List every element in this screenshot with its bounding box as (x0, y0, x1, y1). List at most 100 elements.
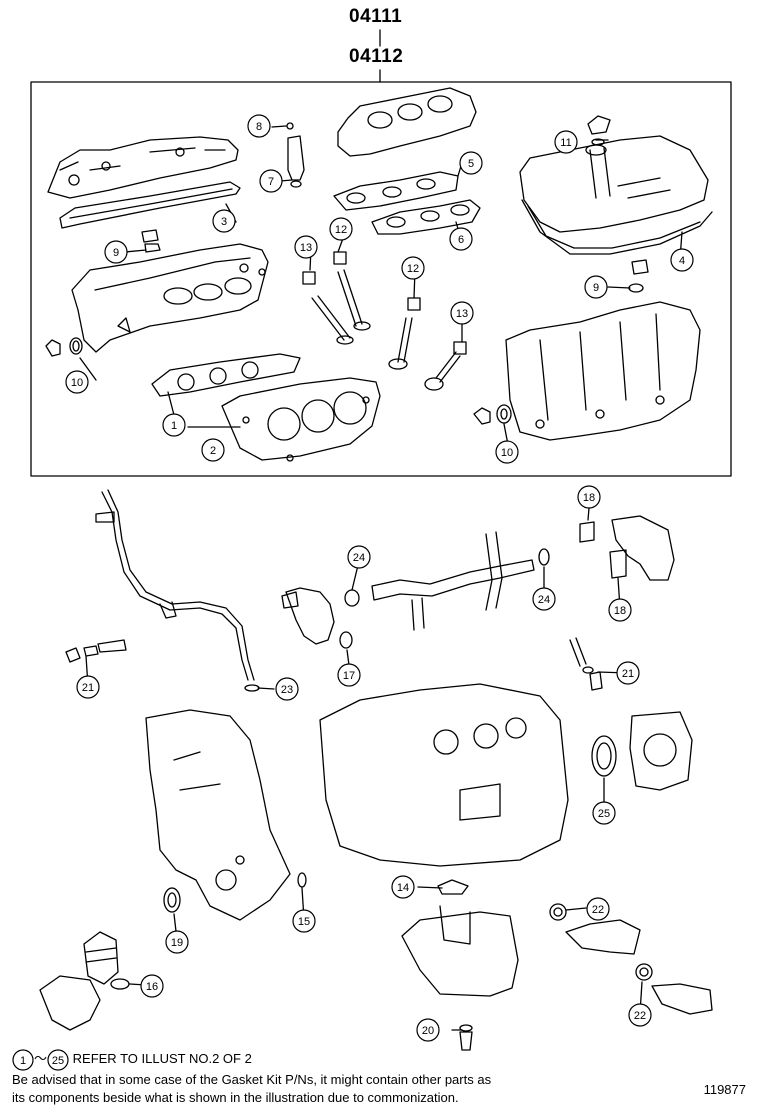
stem-seal-12b (407, 297, 421, 311)
part-number-04111: 04111 (349, 6, 403, 27)
callout-label: 18 (614, 605, 626, 617)
callout-c12a: 12 (329, 217, 353, 241)
callout-circle (140, 974, 164, 998)
callout-circle (76, 675, 100, 699)
callout-circle (292, 909, 316, 933)
callout-c25: 25 (592, 801, 616, 825)
callout-c13a: 13 (294, 235, 318, 259)
rear-oil-seal-25 (591, 735, 617, 777)
callout-circle (401, 256, 425, 280)
advisory-line-2: its components beside what is shown in t… (12, 1090, 459, 1105)
callout-c10b: 10 (495, 440, 519, 464)
callout-label: 20 (422, 1025, 434, 1037)
callout-c4: 4 (670, 248, 694, 272)
callout-label: 3 (221, 216, 227, 228)
callout-label: 22 (634, 1010, 646, 1022)
callout-label: 10 (501, 447, 513, 459)
o-ring-16 (110, 978, 130, 990)
stem-seal-13b (453, 341, 467, 355)
callout-c3: 3 (212, 209, 236, 233)
callout-circle (347, 545, 371, 569)
callout-label: 19 (171, 937, 183, 949)
callout-c18b: 18 (608, 598, 632, 622)
valve-left-b (337, 269, 363, 327)
cylinder-head-gasket-2 (221, 377, 381, 461)
callout-label: 23 (281, 684, 293, 696)
range-start-label: 1 (20, 1055, 26, 1067)
callout-circle (577, 485, 601, 509)
cylinder-head-left (71, 243, 269, 353)
callout-c18a: 18 (577, 485, 601, 509)
callout-circle (459, 151, 483, 175)
callout-label: 12 (407, 263, 419, 275)
intake-gasket-5 (333, 171, 459, 211)
engine-block (319, 683, 569, 867)
callout-c5: 5 (459, 151, 483, 175)
oil-filter (83, 931, 119, 985)
callout-label: 24 (538, 594, 550, 606)
callout-c10a: 10 (65, 370, 89, 394)
water-pipe-lower (651, 983, 713, 1015)
oil-seal-10-left (69, 337, 83, 355)
callout-label: 16 (146, 981, 158, 993)
callout-circle (329, 217, 353, 241)
o-ring-15 (297, 872, 307, 888)
timing-chain-cover (145, 709, 291, 921)
oil-seal-10-right (496, 404, 512, 424)
callout-circle (104, 240, 128, 264)
callout-c15: 15 (292, 909, 316, 933)
callout-c20: 20 (416, 1018, 440, 1042)
callout-label: 5 (468, 158, 474, 170)
water-outlet (611, 515, 675, 581)
callout-label: 15 (298, 916, 310, 928)
callout-circle (416, 1018, 440, 1042)
callout-c12b: 12 (401, 256, 425, 280)
callout-c17: 17 (337, 663, 361, 687)
stem-seal-13a (302, 271, 316, 285)
callout-c22a: 22 (586, 897, 610, 921)
callout-label: 22 (592, 904, 604, 916)
callout-c23: 23 (275, 677, 299, 701)
callout-c24a: 24 (347, 545, 371, 569)
callout-c16: 16 (140, 974, 164, 998)
callout-circle (616, 661, 640, 685)
callout-c8: 8 (247, 114, 271, 138)
crank-seal-19 (163, 887, 181, 913)
head-cover-gasket-4 (521, 199, 713, 255)
callout-label: 13 (456, 308, 468, 320)
o-ring-17 (339, 631, 353, 649)
callout-label: 12 (335, 224, 347, 236)
rear-seal-retainer (629, 711, 693, 791)
callout-circle (259, 169, 283, 193)
callout-c13b: 13 (450, 301, 474, 325)
illustration-id: 119877 (703, 1082, 746, 1097)
cylinder-head-right (505, 301, 701, 441)
fuel-injector (287, 135, 305, 181)
callout-circle (201, 438, 225, 462)
range-separator: ～ (34, 1051, 48, 1066)
part-number-04112: 04112 (349, 46, 404, 67)
callout-c7: 7 (259, 169, 283, 193)
water-bypass-pipe (371, 559, 535, 601)
range-end-circle-icon: 25 (47, 1048, 69, 1071)
callout-c9a: 9 (104, 240, 128, 264)
oil-filler-cap (587, 115, 611, 135)
water-pipe-upper (565, 919, 641, 955)
range-end-label: 25 (52, 1055, 64, 1067)
small-fitting-9-right (631, 259, 649, 275)
callout-label: 9 (593, 282, 599, 294)
advisory-line-1: Be advised that in some case of the Gask… (12, 1072, 492, 1087)
callout-circle (337, 663, 361, 687)
callout-circle (495, 440, 519, 464)
callout-circle (554, 130, 578, 154)
intake-gasket-6 (371, 199, 481, 235)
o-ring-24-right (538, 548, 550, 566)
oil-filter-bracket (39, 975, 101, 1031)
callout-circle (670, 248, 694, 272)
callout-label: 18 (583, 492, 595, 504)
gasket-22-lower (635, 963, 653, 981)
callout-circle (212, 209, 236, 233)
callout-c1: 1 (162, 413, 186, 437)
callout-label: 21 (82, 682, 94, 694)
